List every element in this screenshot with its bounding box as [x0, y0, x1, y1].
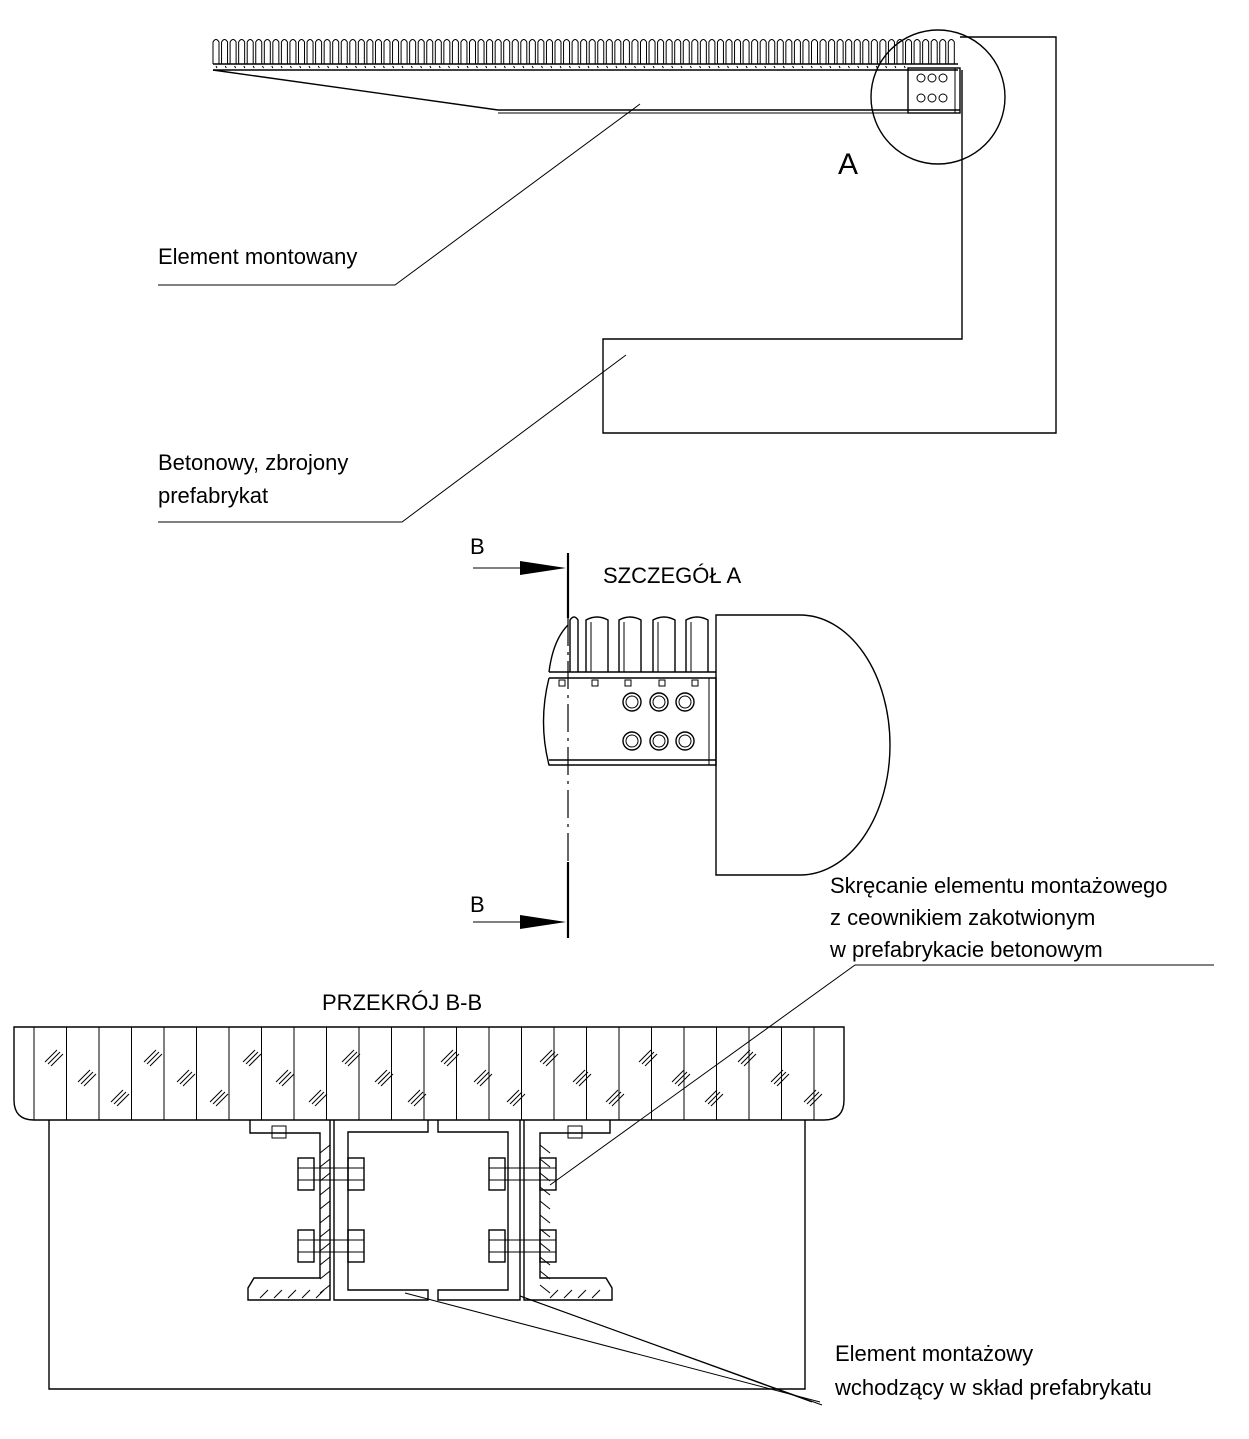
detail-circle-a	[870, 29, 1006, 165]
section-mark-top: B	[470, 534, 485, 559]
top-view: A Element montowany Betonowy, zbrojony p…	[158, 29, 1057, 523]
grating-corrugation	[212, 39, 957, 69]
label-bolting-line3: w prefabrykacie betonowym	[829, 937, 1103, 962]
label-assembly-line2: wchodzący w skład prefabrykatu	[834, 1375, 1152, 1400]
connection-plate	[907, 67, 961, 114]
section-bb-view: PRZEKRÓJ B-B Skręcanie e	[13, 873, 1214, 1406]
label-bolting-line2: z ceownikiem zakotwionym	[830, 905, 1095, 930]
label-precast-line1: Betonowy, zbrojony	[158, 450, 348, 475]
section-arrow-bottom	[520, 915, 566, 929]
detail-marker: A	[838, 148, 858, 181]
section-mark-bottom: B	[470, 892, 485, 917]
detail-bolts	[622, 692, 695, 751]
detail-a-view: SZCZEGÓŁ A B B	[470, 534, 891, 938]
precast-element-outline	[602, 36, 1057, 434]
precast-breakout	[715, 614, 891, 876]
section-arrow-top	[520, 561, 566, 575]
label-mounted-element: Element montowany	[158, 244, 357, 269]
section-title: PRZEKRÓJ B-B	[322, 990, 482, 1015]
label-precast-line2: prefabrykat	[158, 483, 268, 508]
connection-bolts	[916, 73, 948, 103]
label-assembly-line1: Element montażowy	[835, 1341, 1033, 1366]
section-bolts	[297, 1157, 557, 1263]
detail-title: SZCZEGÓŁ A	[603, 563, 741, 588]
grating-slab	[13, 1026, 845, 1121]
label-bolting-line1: Skręcanie elementu montażowego	[830, 873, 1168, 898]
steel-channels	[247, 1120, 613, 1301]
precast-body	[48, 1120, 806, 1390]
grating-hatch	[33, 1027, 823, 1120]
grating-profiles	[558, 616, 709, 687]
